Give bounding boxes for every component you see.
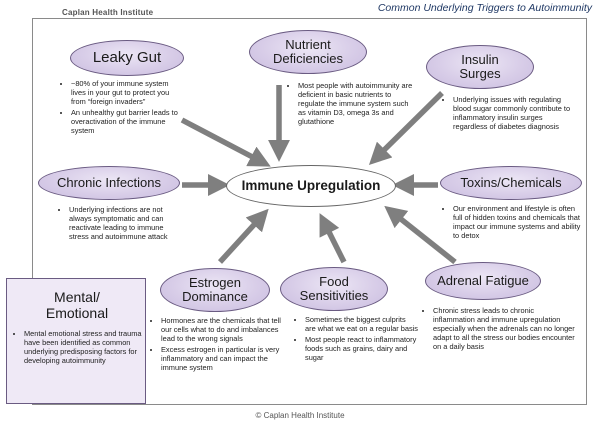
nutrient-notes: Most people with autoimmunity are defici… — [289, 81, 417, 128]
leaky-gut-oval: Leaky Gut — [70, 40, 184, 76]
insulin-label-line: Surges — [459, 66, 501, 81]
estrogen-dominance-oval: Estrogen Dominance — [160, 268, 270, 312]
page-title: Common Underlying Triggers to Autoimmuni… — [377, 2, 592, 14]
insulin-surges-oval: Insulin Surges — [426, 45, 534, 89]
food-label-line: Sensitivities — [299, 288, 369, 303]
adrenal-fatigue-label: Adrenal Fatigue — [437, 273, 529, 289]
estrogen-label-line: Estrogen — [188, 275, 242, 291]
leaky-gut-note: An unhealthy gut barrier leads to overac… — [71, 108, 180, 135]
chronic-infections-oval: Chronic Infections — [38, 166, 180, 200]
arrow-leaky-gut — [180, 117, 271, 167]
mental-emotional-title: Mental/ Emotional — [7, 289, 147, 321]
brand-logo-text: Caplan Health Institute — [62, 8, 154, 17]
food-label-line: Food — [319, 274, 349, 290]
estrogen-notes: Hormones are the chemicals that tell our… — [152, 316, 284, 374]
adrenal-note: Chronic stress leads to chronic inflamma… — [433, 306, 576, 351]
immune-upregulation-label: Immune Upregulation — [241, 177, 381, 193]
insulin-label-line: Insulin — [461, 52, 499, 68]
toxins-note: Our environment and lifestyle is often f… — [453, 204, 582, 240]
food-note: Sometimes the biggest culprits are what … — [305, 315, 418, 333]
mental-notes: Mental emotional stress and trauma have … — [15, 329, 143, 367]
leaky-gut-notes: ~80% of your immune system lives in your… — [62, 79, 180, 137]
mental-label-line: Emotional — [45, 305, 109, 321]
nutrient-label-line: Deficiencies — [272, 51, 344, 66]
food-notes: Sometimes the biggest culprits are what … — [296, 315, 418, 364]
toxins-chemicals-label: Toxins/Chemicals — [460, 175, 562, 191]
arrow-food — [319, 213, 347, 264]
leaky-gut-label: Leaky Gut — [92, 49, 162, 67]
mental-label-line: Mental/ — [54, 289, 100, 305]
mental-note: Mental emotional stress and trauma have … — [24, 329, 143, 365]
leaky-gut-note: ~80% of your immune system lives in your… — [71, 79, 180, 106]
arrow-adrenal — [384, 205, 457, 265]
toxins-notes: Our environment and lifestyle is often f… — [444, 204, 582, 242]
adrenal-notes: Chronic stress leads to chronic inflamma… — [424, 306, 576, 353]
chronic-infections-label: Chronic Infections — [56, 175, 162, 191]
estrogen-note: Hormones are the chemicals that tell our… — [161, 316, 284, 343]
insulin-notes: Underlying issues with regulating blood … — [444, 95, 578, 133]
nutrient-deficiencies-oval: Nutrient Deficiencies — [249, 30, 367, 74]
nutrient-note: Most people with autoimmunity are defici… — [298, 81, 417, 126]
chronic-note: Underlying infections are not always sym… — [69, 205, 180, 241]
copyright: © Caplan Health Institute — [255, 411, 345, 420]
arrow-estrogen — [217, 208, 269, 264]
immune-upregulation-oval: Immune Upregulation — [226, 165, 396, 207]
adrenal-fatigue-oval: Adrenal Fatigue — [425, 262, 541, 300]
insulin-note: Underlying issues with regulating blood … — [453, 95, 578, 131]
estrogen-label-line: Dominance — [182, 289, 248, 304]
nutrient-label-line: Nutrient — [285, 37, 331, 53]
food-sensitivities-oval: Food Sensitivities — [280, 267, 388, 311]
estrogen-note: Excess estrogen in particular is very in… — [161, 345, 284, 372]
chronic-notes: Underlying infections are not always sym… — [60, 205, 180, 243]
food-note: Most people react to inflammatory foods … — [305, 335, 418, 362]
mental-emotional-box: Mental/ Emotional Mental emotional stres… — [6, 278, 146, 404]
toxins-chemicals-oval: Toxins/Chemicals — [440, 166, 582, 200]
arrow-insulin — [368, 91, 444, 165]
